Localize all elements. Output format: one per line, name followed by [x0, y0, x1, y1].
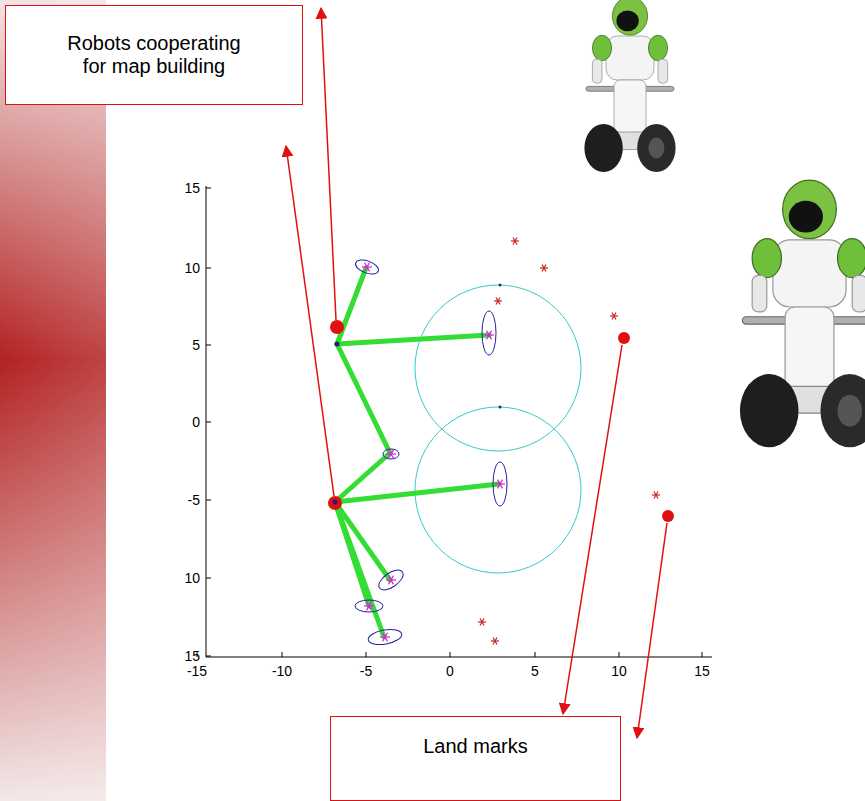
axis-tick-label: 5: [192, 337, 200, 353]
robot-pose: [333, 500, 338, 505]
landmark-estimates: [362, 238, 660, 645]
axis-tick-label: 5: [531, 663, 539, 679]
robot-pose: [335, 342, 340, 347]
axis-tick-label: 10: [611, 663, 627, 679]
observation-lines: [335, 268, 499, 637]
robot-dot: [330, 320, 344, 334]
robot-dot: [328, 496, 342, 510]
axis-tick-label: 0: [446, 663, 454, 679]
landmark-dot: [662, 510, 674, 522]
landmark-dot: [618, 332, 630, 344]
side-bar-sheen: [0, 0, 106, 801]
robot-figure: [740, 180, 865, 447]
axis-tick-label: 10: [184, 260, 200, 276]
side-bar: [0, 0, 106, 801]
axis-tick-label: -5: [360, 663, 372, 679]
plot-axes: [197, 186, 712, 657]
axis-tick-label: 15: [184, 648, 200, 664]
callout-box: Land marks: [330, 716, 621, 801]
axis-tick-label: 15: [694, 663, 710, 679]
axis-tick-label: 0: [192, 414, 200, 430]
axis-tick-label: -15: [187, 663, 207, 679]
axis-tick-label: -10: [272, 663, 292, 679]
axis-tick-label: -5: [188, 492, 200, 508]
callout-text: Land marks: [423, 735, 528, 758]
robot-figure: [584, 0, 675, 172]
circle-dot: [499, 406, 502, 409]
axis-tick-label: 10: [184, 570, 200, 586]
sensor-range: [415, 285, 581, 573]
circle-dot: [499, 284, 502, 287]
uncertainty-ellipses: [354, 257, 507, 647]
callout-text: Robots cooperating for map building: [67, 32, 242, 78]
axis-tick-label: 15: [184, 180, 200, 196]
callout-box: Robots cooperating for map building: [5, 5, 303, 105]
callout-arrows: [286, 8, 667, 738]
